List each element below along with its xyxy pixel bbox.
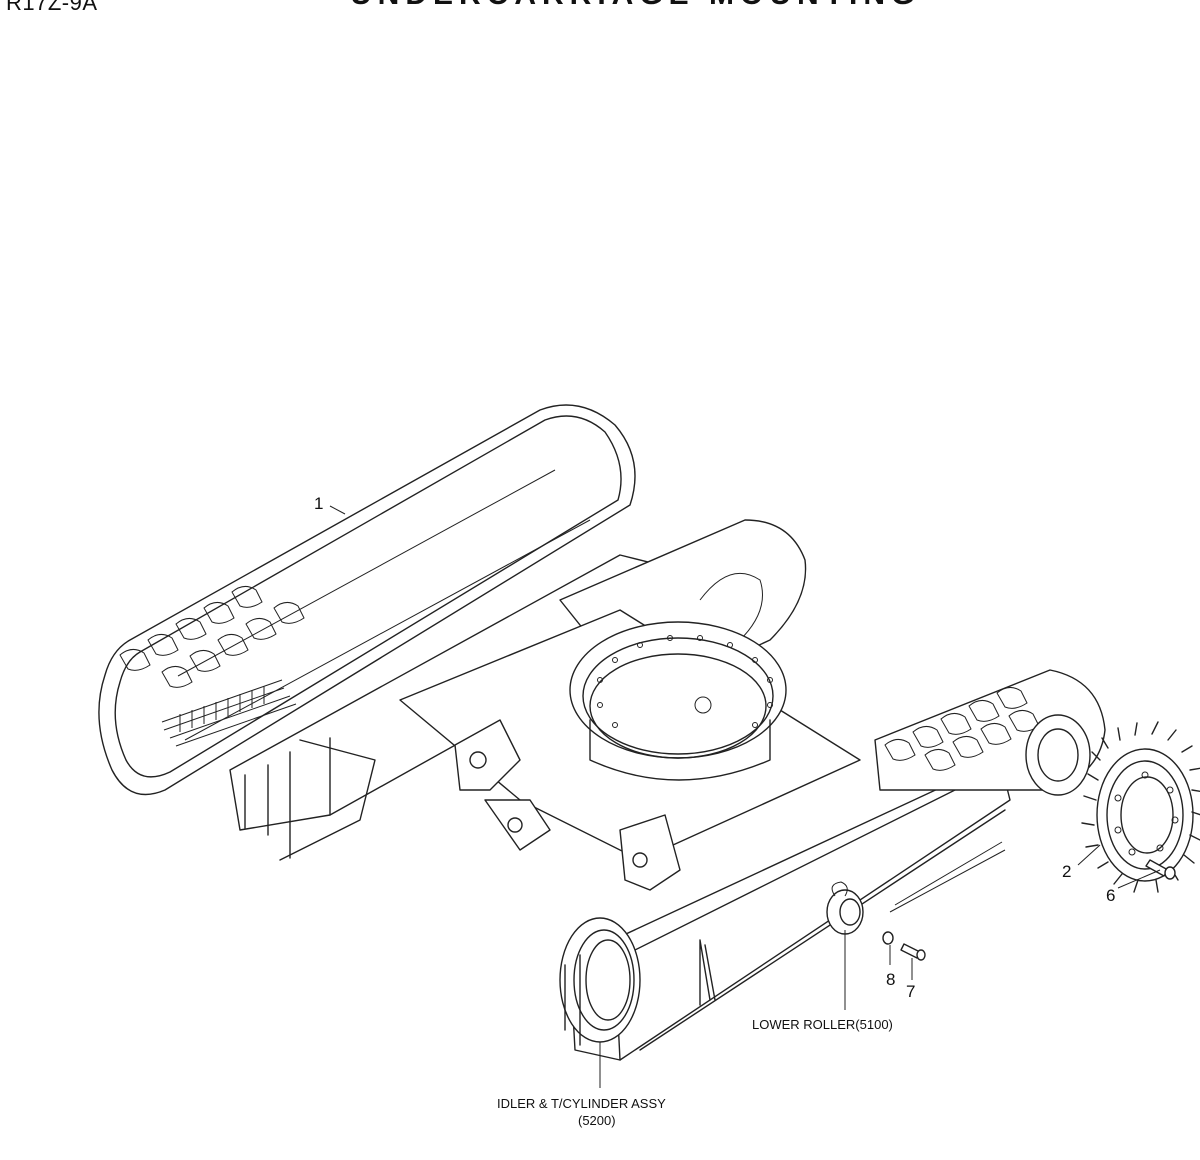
- callout-7: 7: [906, 982, 915, 1001]
- idler-caption-line2: (5200): [578, 1113, 616, 1128]
- lower-roller-caption: LOWER ROLLER(5100): [752, 1017, 893, 1032]
- callout-1: 1: [314, 494, 323, 513]
- sprocket: [1081, 721, 1200, 893]
- roller-bolt: [900, 943, 926, 961]
- leader-lines: [329, 505, 1161, 1088]
- sprocket-bolt: [1145, 859, 1176, 880]
- front-side-frame: [559, 669, 1106, 1061]
- model-label: R17Z-9A: [6, 0, 98, 15]
- washer: [882, 931, 894, 945]
- idler-caption-line1: IDLER & T/CYLINDER ASSY: [497, 1096, 666, 1111]
- diagram-title: UNDERCARRIAGE MOUNTING: [350, 0, 920, 12]
- callout-6: 6: [1106, 886, 1115, 905]
- lower-frame: [229, 519, 861, 891]
- rubber-track: [98, 404, 636, 796]
- callout-8: 8: [886, 970, 895, 989]
- callout-2: 2: [1062, 862, 1071, 881]
